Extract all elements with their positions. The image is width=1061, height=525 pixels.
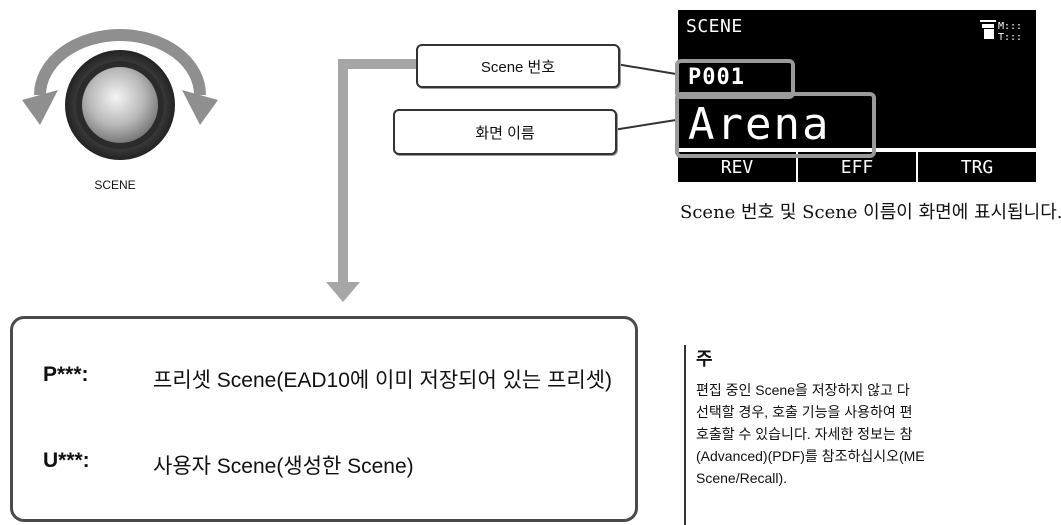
lcd-scene-name: Arena xyxy=(688,99,831,150)
note-title: 주 xyxy=(696,349,713,370)
scene-number-callout: Scene 번호 xyxy=(416,44,620,88)
scene-number-highlight xyxy=(675,59,795,99)
preset-scene-row: P***: 프리셋 Scene(EAD10에 이미 저장되어 있는 프리셋) xyxy=(43,363,633,443)
user-scene-row: U***: 사용자 Scene(생성한 Scene) xyxy=(43,449,633,489)
lcd-header: SCENE xyxy=(686,16,743,37)
preset-code: P***: xyxy=(43,363,89,386)
scene-name-callout: 화면 이름 xyxy=(393,109,617,155)
scene-name-highlight xyxy=(675,92,876,158)
user-description: 사용자 Scene(생성한 Scene) xyxy=(153,455,414,478)
note-body: 편집 중인 Scene을 저장하지 않고 다 선택할 경우, 호출 기능을 사용… xyxy=(696,382,925,486)
scene-knob-illustration xyxy=(0,0,230,230)
preset-description: 프리셋 Scene(EAD10에 이미 저장되어 있는 프리셋) xyxy=(153,369,613,392)
svg-text:M:::: M::: xyxy=(998,21,1022,32)
drum-status-icon: M::: T::: xyxy=(980,20,1022,42)
user-code: U***: xyxy=(43,449,90,472)
lcd-scene-number: P001 xyxy=(688,65,745,90)
scene-type-box: P***: 프리셋 Scene(EAD10에 이미 저장되어 있는 프리셋) U… xyxy=(10,316,638,522)
svg-text:T:::: T::: xyxy=(998,32,1022,42)
lcd-screen: SCENE M::: T::: P001 Arena REV EFF TRG xyxy=(678,10,1036,182)
lcd-tab-trg[interactable]: TRG xyxy=(916,152,1036,182)
lcd-caption: Scene 번호 및 Scene 이름이 화면에 표시됩니다. xyxy=(680,202,1061,223)
note-section: 주 편집 중인 Scene을 저장하지 않고 다 선택할 경우, 호출 기능을 … xyxy=(684,345,1061,525)
scene-knob-icon xyxy=(22,29,218,160)
knob-label: SCENE xyxy=(94,178,136,192)
